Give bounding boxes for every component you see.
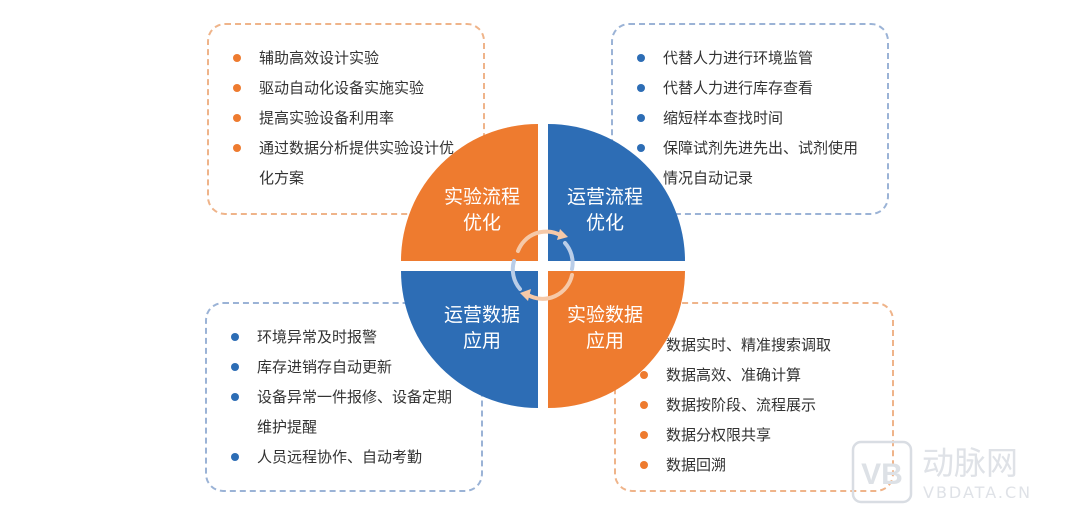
vb-logo-mark: VB [861,458,903,491]
list-item: 提高实验设备利用率 [229,103,463,133]
watermark-url: VBDATA.CN [923,483,1032,502]
bullet-dot [231,363,239,371]
bullet-dot [233,114,241,122]
vbdata-watermark-logo: VB 动脉网 VBDATA.CN [851,440,1032,504]
box-operation-data: 环境异常及时报警 库存进销存自动更新 设备异常一件报修、设备定期维护提醒 人员远… [205,302,483,492]
bullet-dot [231,453,239,461]
watermark-logo-text: 动脉网 [922,444,1018,482]
quadrant-label-br-line1: 实验数据 [567,304,643,326]
cycle-arrow-heads [520,229,568,301]
sector-bottom-right [548,271,685,408]
list-item: 数据回溯 [636,450,872,480]
bullet-dot [637,84,645,92]
list-item: 缩短样本查找时间 [633,103,867,133]
bullet-dot [640,371,648,379]
list-item: 环境异常及时报警 [227,322,461,352]
vb-logo-icon [851,440,913,504]
quadrant-wheel: 实验流程 优化 运营流程 优化 运营数据 应用 实验数据 应用 [401,124,685,408]
quadrant-label-tr-line2: 优化 [586,212,624,234]
list-item: 驱动自动化设备实施实验 [229,73,463,103]
cycle-arrows-icon [510,229,575,301]
bullet-dot [233,54,241,62]
bullet-dot [231,333,239,341]
bullet-dot [637,54,645,62]
bullet-dot [640,461,648,469]
bullet-dot [640,431,648,439]
list-item: 设备异常一件报修、设备定期维护提醒 [227,382,461,442]
bullet-dot [233,144,241,152]
quadrant-label-tr-line1: 运营流程 [567,186,643,208]
sector-top-right [548,124,685,261]
list-item: 库存进销存自动更新 [227,352,461,382]
quadrant-label-tl-line2: 优化 [463,212,501,234]
list-item: 代替人力进行环境监管 [633,43,867,73]
bullet-dot [640,401,648,409]
quadrant-label-bl-line2: 应用 [463,330,501,352]
bullet-dot [233,84,241,92]
list-item: 数据分权限共享 [636,420,872,450]
bullet-dot [637,114,645,122]
quadrant-label-br-line2: 应用 [586,330,624,352]
list-item: 代替人力进行库存查看 [633,73,867,103]
list-item: 数据高效、准确计算 [636,360,872,390]
box-experiment-process: 辅助高效设计实验 驱动自动化设备实施实验 提高实验设备利用率 通过数据分析提供实… [207,23,485,215]
quadrant-label-tl-line1: 实验流程 [444,186,520,208]
list-item: 保障试剂先进先出、试剂使用情况自动记录 [633,133,867,193]
bullet-dot [231,393,239,401]
quadrant-label-bl-line1: 运营数据 [444,304,520,326]
list-item: 辅助高效设计实验 [229,43,463,73]
list-item: 通过数据分析提供实验设计优化方案 [229,133,463,193]
sector-top-left [401,124,538,261]
box-operation-process: 代替人力进行环境监管 代替人力进行库存查看 缩短样本查找时间 保障试剂先进先出、… [611,23,889,215]
list-item: 数据按阶段、流程展示 [636,390,872,420]
list-item: 人员远程协作、自动考勤 [227,442,461,472]
sector-bottom-left [401,271,538,408]
box-experiment-data: 数据实时、精准搜索调取 数据高效、准确计算 数据按阶段、流程展示 数据分权限共享… [614,302,894,492]
bullet-dot [637,144,645,152]
